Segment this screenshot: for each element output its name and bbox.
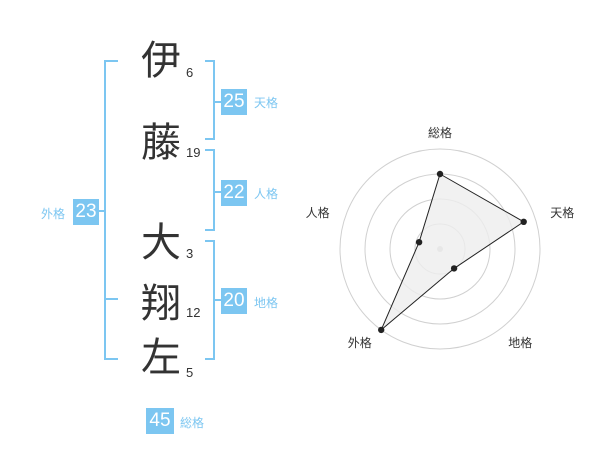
stroke-count-3: 3: [186, 246, 194, 261]
tenkaku-badge: 25: [221, 89, 247, 115]
gaikaku-bracket-mid: [104, 298, 118, 300]
gaikaku-bracket-bottom: [104, 358, 118, 360]
radar-shape: [378, 170, 527, 334]
radar-point-2: [520, 218, 527, 225]
jinkaku-bracket-bottom: [205, 229, 215, 231]
radar-axis-label-1: 総格: [428, 125, 452, 140]
jinkaku-bracket-top: [205, 149, 215, 151]
radar-point-5: [415, 239, 423, 246]
chikaku-badge: 20: [221, 288, 247, 314]
soukaku-label: 総格: [180, 416, 205, 430]
jinkaku-bracket-side: [213, 149, 215, 231]
chikaku-bracket-tick: [215, 299, 221, 301]
chikaku-bracket-top: [205, 240, 215, 242]
tenkaku-bracket-top: [205, 60, 215, 62]
chikaku-bracket-bottom: [205, 358, 215, 360]
radar-polygon: [380, 173, 525, 331]
tenkaku-bracket-bottom: [205, 138, 215, 140]
radar-axis-label-4: 外格: [348, 335, 372, 350]
name-char-4: 翔: [141, 281, 181, 327]
name-char-2: 藤: [141, 120, 181, 166]
gaikaku-bracket-top: [104, 60, 118, 62]
gaikaku-label: 外格: [41, 207, 66, 221]
radar-point-4: [378, 326, 385, 334]
tenkaku-bracket-tick: [215, 101, 221, 103]
jinkaku-label: 人格: [254, 187, 279, 201]
radar-axis-label-3: 地格: [508, 335, 532, 350]
stroke-count-4: 12: [186, 305, 201, 320]
name-char-5: 左: [141, 335, 181, 381]
radar-point-3: [450, 265, 458, 272]
jinkaku-badge: 22: [221, 180, 247, 206]
gaikaku-badge: 23: [73, 199, 99, 225]
stroke-count-5: 5: [186, 365, 194, 380]
radar-point-1: [436, 170, 444, 178]
soukaku-badge: 45: [146, 408, 174, 434]
radar-axis-label-5: 人格: [306, 205, 330, 220]
tenkaku-label: 天格: [254, 96, 279, 110]
gaikaku-bracket-side: [104, 60, 106, 360]
name-char-3: 大: [141, 220, 181, 266]
gaikaku-bracket-tick: [99, 210, 104, 212]
radar-axis-label-2: 天格: [550, 205, 574, 220]
tenkaku-bracket-side: [213, 60, 215, 140]
stroke-count-2: 19: [186, 145, 201, 160]
name-char-1: 伊: [141, 38, 181, 84]
chikaku-bracket-side: [213, 240, 215, 360]
radar-ring-4: [339, 148, 541, 350]
jinkaku-bracket-tick: [215, 191, 221, 193]
chikaku-label: 地格: [254, 296, 279, 310]
stroke-count-1: 6: [186, 65, 194, 80]
